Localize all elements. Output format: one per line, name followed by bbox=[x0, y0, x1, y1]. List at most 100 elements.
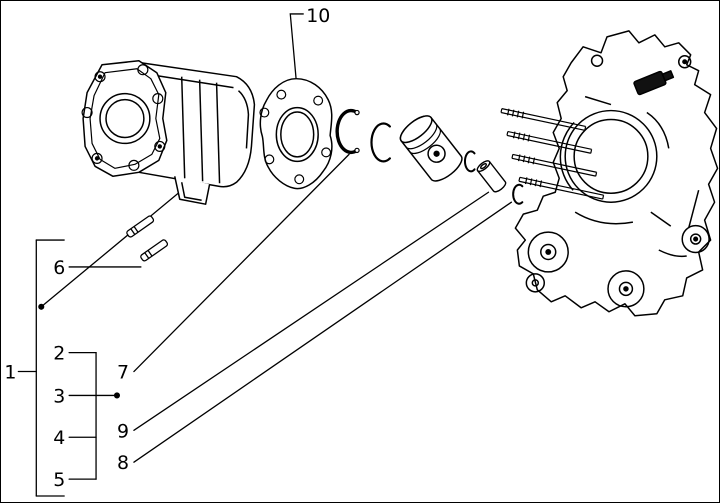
cylinder-opening-inner bbox=[573, 118, 649, 194]
case-contour-2 bbox=[584, 95, 612, 106]
piston-pin bbox=[476, 160, 507, 193]
piston-ring-groove bbox=[409, 128, 442, 155]
piston-pin-hole bbox=[427, 144, 446, 163]
bolt-hole-dot bbox=[97, 74, 103, 79]
callout-10-label: 10 bbox=[306, 5, 330, 27]
mount-boss-arm-hole bbox=[531, 279, 540, 287]
bolt-hole bbox=[91, 152, 103, 164]
mount-boss-lower-left-dot bbox=[545, 249, 552, 255]
case-contour-4 bbox=[650, 211, 672, 227]
piston bbox=[399, 115, 463, 182]
callout-5-label: 5 bbox=[53, 469, 65, 491]
small-stud bbox=[125, 214, 156, 239]
bolt-hole-dot bbox=[94, 156, 100, 161]
callout-lines bbox=[17, 13, 513, 497]
bolt-hole bbox=[154, 140, 166, 152]
cylinder-studs-small bbox=[125, 214, 169, 263]
case-contour-5 bbox=[687, 190, 700, 229]
gasket-opening-outer bbox=[275, 106, 319, 163]
callout-8-leader bbox=[133, 201, 513, 463]
cylinder-barrel bbox=[138, 62, 256, 188]
barrel-surface-line bbox=[180, 76, 186, 179]
gasket-outline bbox=[259, 77, 333, 190]
barrel-surface-line bbox=[215, 82, 221, 184]
piston-circlip-left bbox=[335, 108, 360, 155]
callout-10-leader bbox=[289, 13, 304, 82]
callout-3-label: 3 bbox=[53, 385, 65, 407]
bolt-hole bbox=[81, 106, 93, 119]
callout-8-label: 8 bbox=[117, 452, 129, 474]
small-stud bbox=[139, 238, 169, 263]
cylinder-opening-outer bbox=[564, 109, 658, 203]
pin-circlip-a bbox=[464, 150, 476, 173]
case-contour-6 bbox=[658, 249, 687, 258]
crankcase bbox=[500, 30, 719, 317]
bolt-hole-dot bbox=[157, 144, 162, 149]
gasket-opening-inner bbox=[280, 111, 315, 158]
callout-4-label: 4 bbox=[53, 427, 65, 449]
cylinder-gasket bbox=[259, 77, 333, 190]
case-top-hole-left bbox=[590, 54, 604, 67]
barrel-contour-end bbox=[237, 90, 250, 149]
crankcase-outline bbox=[514, 30, 719, 317]
piston-crown bbox=[399, 115, 433, 144]
circlip-eye bbox=[354, 109, 360, 116]
callout-3-dot bbox=[113, 392, 121, 399]
cylinder-assembly-dot bbox=[38, 303, 45, 310]
gasket-hole bbox=[294, 174, 305, 185]
pin-circlip-b bbox=[512, 183, 524, 205]
opening-recess-line bbox=[559, 121, 575, 191]
cylinder-bore-outer bbox=[99, 92, 151, 145]
callout-labels: 10 6 1 2 3 4 5 7 9 8 bbox=[4, 5, 330, 491]
case-top-hole-right bbox=[677, 55, 692, 69]
callout-7-leader bbox=[133, 153, 350, 373]
callout-2-label: 2 bbox=[53, 343, 65, 365]
case-top-hole-right-dot bbox=[682, 59, 688, 65]
flange-bolt-holes bbox=[81, 64, 166, 171]
callout-9-label: 9 bbox=[117, 420, 129, 442]
piston-ring bbox=[370, 122, 391, 163]
case-contour-1 bbox=[574, 211, 634, 225]
mount-boss-bottom bbox=[607, 270, 645, 308]
exhaust-boss-inner bbox=[180, 182, 202, 201]
gasket-holes bbox=[259, 89, 332, 185]
case-bolt bbox=[633, 70, 675, 96]
callout-1-label: 1 bbox=[4, 361, 16, 383]
gasket-hole bbox=[321, 147, 332, 158]
mount-boss-right bbox=[681, 224, 710, 254]
bolt-hole bbox=[152, 93, 164, 105]
cylinder-assembly-leader bbox=[40, 180, 194, 308]
cylinder-flange bbox=[82, 60, 168, 178]
mount-boss-bottom-hole bbox=[618, 281, 634, 297]
mount-boss-bottom-dot bbox=[623, 286, 629, 292]
barrel-contour-top bbox=[150, 73, 234, 89]
case-contour-3 bbox=[646, 111, 670, 149]
barrel-surface-line bbox=[198, 79, 204, 182]
cylinder-bore-inner bbox=[105, 98, 145, 139]
circlip-eye bbox=[354, 147, 360, 154]
gasket-hole bbox=[276, 89, 287, 100]
piston-pin-hole-dot bbox=[433, 150, 440, 157]
mount-boss-right-dot bbox=[693, 236, 699, 242]
case-bolt-tip bbox=[661, 70, 675, 82]
mount-boss-right-hole bbox=[689, 233, 702, 245]
bolt-hole bbox=[128, 159, 140, 171]
bolt-hole bbox=[137, 64, 149, 76]
piston-pin-bore bbox=[479, 163, 488, 170]
callout-6-label: 6 bbox=[53, 257, 65, 279]
piston-ring-groove bbox=[405, 123, 438, 150]
gasket-hole bbox=[313, 95, 324, 106]
bolt-hole bbox=[94, 71, 106, 83]
callout-9-leader bbox=[133, 191, 490, 431]
mount-boss-arm bbox=[525, 273, 546, 293]
cylinder-block bbox=[81, 60, 256, 205]
cylinder-flange-inner bbox=[89, 68, 161, 169]
exhaust-boss bbox=[174, 176, 211, 205]
gasket-hole bbox=[264, 154, 275, 165]
callout-7-label: 7 bbox=[117, 361, 129, 383]
mount-boss-lower-left bbox=[527, 231, 569, 273]
gasket-hole bbox=[259, 107, 270, 118]
mount-boss-lower-left-hole bbox=[540, 243, 557, 261]
